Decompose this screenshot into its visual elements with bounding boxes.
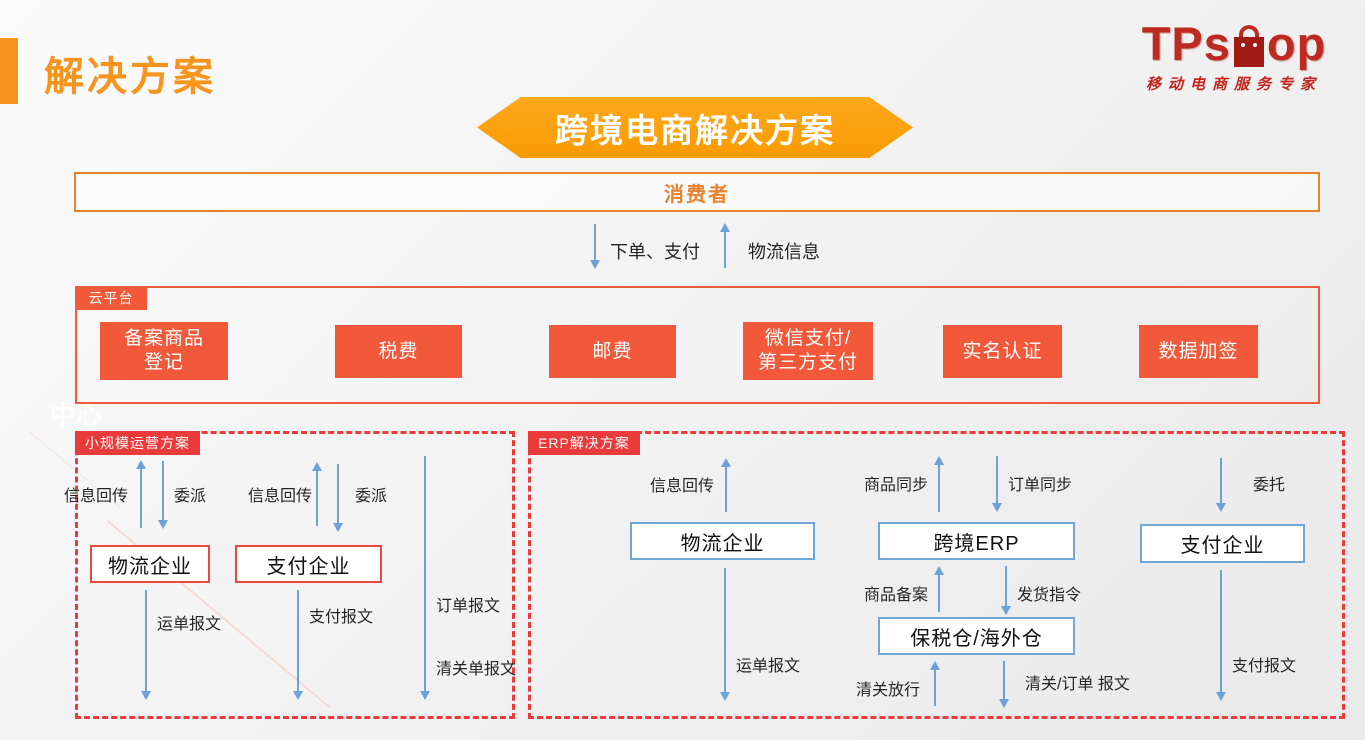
- cloud-btn-record-goods: 备案商品 登记: [100, 322, 228, 380]
- arrow-down-icon: [1003, 661, 1005, 699]
- cloud-btn-real-name: 实名认证: [943, 325, 1062, 378]
- logo-text-left: TPs: [1141, 17, 1231, 70]
- arrow-down-icon: [145, 590, 147, 691]
- node-logistics-company: 物流企业: [630, 522, 815, 560]
- tpshop-logo: TPs op 移动电商服务专家: [1119, 20, 1349, 94]
- flow-label-customs-order-msg: 清关/订单 报文: [1025, 676, 1130, 693]
- panel-erp-tab: ERP解决方案: [528, 431, 640, 455]
- cloud-platform-box: [75, 286, 1320, 404]
- arrow-down-icon: [297, 590, 299, 691]
- flow-label-logistics-info: 物流信息: [748, 242, 820, 262]
- node-logistics-company: 物流企业: [90, 545, 210, 583]
- consumer-box: 消费者: [74, 172, 1320, 212]
- consumer-label: 消费者: [664, 183, 730, 206]
- shopping-bag-icon: [1232, 25, 1266, 67]
- arrow-up-icon: [725, 467, 727, 512]
- page-title: 解决方案: [44, 55, 216, 99]
- logo-tagline: 移动电商服务专家: [1145, 77, 1322, 93]
- cloud-btn-data-sign: 数据加签: [1139, 325, 1258, 378]
- node-payment-company: 支付企业: [235, 545, 382, 583]
- arrow-down-icon: [162, 461, 164, 520]
- arrow-down-icon: [1220, 570, 1222, 692]
- banner-title: 跨境电商解决方案: [555, 111, 835, 149]
- banner-ribbon: 跨境电商解决方案: [477, 97, 913, 158]
- flow-label-dispatch: 委派: [355, 488, 388, 505]
- arrow-up-icon: [140, 469, 142, 528]
- flow-label-goods-record: 商品备案: [864, 587, 929, 604]
- logo-wordmark: TPs op: [1119, 20, 1349, 67]
- logo-text-right: op: [1266, 17, 1327, 70]
- arrow-up-icon: [938, 575, 940, 612]
- background-watermark: 中心: [50, 402, 105, 430]
- panel-small-scale-tab: 小规模运营方案: [75, 431, 200, 455]
- arrow-up-icon: [934, 670, 936, 706]
- arrow-up-icon: [316, 471, 318, 526]
- flow-label-dispatch: 委派: [174, 488, 207, 505]
- panel-erp: [528, 431, 1345, 719]
- flow-label-entrust: 委托: [1253, 477, 1286, 494]
- flow-label-waybill-msg: 运单报文: [736, 658, 801, 675]
- cloud-platform-tab: 云平台: [75, 286, 147, 310]
- node-cross-border-erp: 跨境ERP: [878, 522, 1075, 560]
- flow-label-order-sync: 订单同步: [1008, 477, 1073, 494]
- flow-label-info-back: 信息回传: [650, 478, 715, 495]
- arrow-down-icon: [594, 224, 596, 260]
- flow-label-waybill-msg: 运单报文: [157, 616, 222, 633]
- arrow-down-icon: [337, 464, 339, 523]
- flow-label-order-msg: 订单报文: [436, 598, 501, 615]
- arrow-down-icon: [424, 456, 426, 691]
- flow-label-pay-msg: 支付报文: [1232, 658, 1297, 675]
- flow-label-info-back: 信息回传: [248, 488, 313, 505]
- node-payment-company: 支付企业: [1140, 524, 1305, 563]
- flow-label-customs-msg: 清关单报文: [436, 661, 517, 678]
- flow-label-ship-cmd: 发货指令: [1017, 587, 1082, 604]
- arrow-down-icon: [724, 568, 726, 692]
- cloud-btn-tax: 税费: [335, 325, 462, 378]
- arrow-down-icon: [1005, 566, 1007, 606]
- flow-label-goods-sync: 商品同步: [864, 477, 929, 494]
- cloud-btn-wechat-pay: 微信支付/ 第三方支付: [743, 322, 873, 380]
- node-bonded-warehouse: 保税仓/海外仓: [878, 617, 1075, 655]
- arrow-up-icon: [938, 465, 940, 512]
- flow-label-order-pay: 下单、支付: [610, 242, 700, 262]
- arrow-down-icon: [996, 456, 998, 503]
- flow-label-pay-msg: 支付报文: [309, 609, 374, 626]
- title-accent-bar: [0, 38, 18, 104]
- cloud-btn-postage: 邮费: [549, 325, 676, 378]
- flow-label-info-back: 信息回传: [64, 488, 129, 505]
- flow-label-customs-release: 清关放行: [856, 682, 921, 699]
- arrow-up-icon: [724, 232, 726, 268]
- arrow-down-icon: [1220, 458, 1222, 503]
- panel-small-scale: [75, 431, 515, 719]
